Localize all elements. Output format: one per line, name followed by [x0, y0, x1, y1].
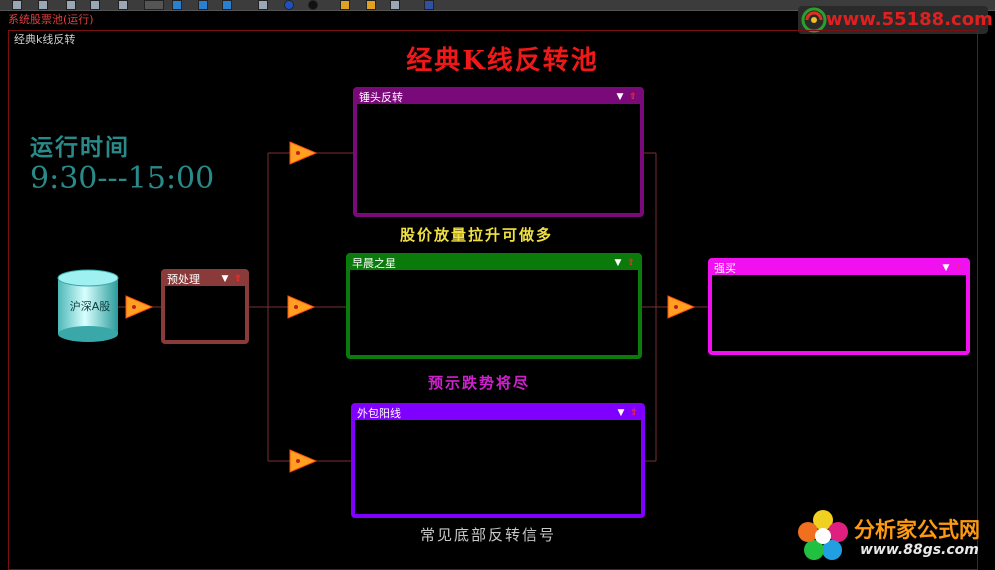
node-header: 外包阳线 ▼ ⇧ [355, 407, 641, 420]
node-hammer[interactable]: 锤头反转 ▼ ⇧ [353, 87, 644, 217]
node-morning-star[interactable]: 早晨之星 ▼ ⇧ [346, 253, 642, 359]
run-time-value: 9:30---15:00 [30, 161, 215, 196]
raise-arrow-icon[interactable]: ⇧ [629, 92, 637, 102]
raise-arrow-icon[interactable]: ⇧ [955, 263, 963, 273]
toolbar-button-5[interactable] [118, 0, 128, 10]
filter-triangle-engulfing[interactable] [289, 449, 318, 473]
main-title: 经典K线反转池 [406, 46, 599, 76]
raise-arrow-icon[interactable]: ⇧ [627, 258, 635, 268]
dropdown-icon[interactable]: ▼ [617, 408, 625, 418]
toolbar-button-12[interactable] [308, 0, 318, 10]
watermark-88gs-name: 分析家公式网 [854, 518, 980, 542]
node-header: 早晨之星 ▼ ⇧ [350, 257, 638, 270]
node-title: 早晨之星 [352, 257, 396, 270]
toolbar-button-10[interactable] [258, 0, 268, 10]
toolbar-button-14[interactable] [366, 0, 376, 10]
toolbar-button-1[interactable] [12, 0, 22, 10]
toolbar-button-2[interactable] [38, 0, 48, 10]
node-header: 预处理 ▼ ⇧ [165, 273, 245, 286]
node-preprocess[interactable]: 预处理 ▼ ⇧ [161, 269, 249, 344]
toolbar-button-6[interactable] [144, 0, 164, 10]
database-cylinder-icon[interactable] [57, 269, 119, 342]
node-title: 外包阳线 [357, 407, 401, 420]
caption-engulfing: 常见底部反转信号 [420, 526, 557, 544]
swirl-logo-icon [801, 7, 827, 33]
watermark-88gs-url: www.88gs.com [860, 542, 979, 558]
watermark-55188 [798, 6, 988, 34]
toolbar-button-9[interactable] [222, 0, 232, 10]
node-title: 预处理 [167, 273, 200, 286]
node-title: 强买 [714, 262, 736, 275]
toolbar [0, 0, 995, 11]
filter-triangle-hammer[interactable] [289, 141, 318, 165]
toolbar-button-3[interactable] [66, 0, 76, 10]
toolbar-button-8[interactable] [198, 0, 208, 10]
raise-arrow-icon[interactable]: ⇧ [630, 408, 638, 418]
dropdown-icon[interactable]: ▼ [221, 274, 229, 284]
filter-triangle-merge[interactable] [667, 295, 696, 319]
caption-morning-star: 预示跌势将尽 [428, 374, 531, 392]
node-strong-buy[interactable]: 强买 ▼ ⇧ [708, 258, 970, 355]
toolbar-button-16[interactable] [424, 0, 434, 10]
toolbar-button-13[interactable] [340, 0, 350, 10]
raise-arrow-icon[interactable]: ⇧ [234, 274, 242, 284]
node-header: 强买 ▼ ⇧ [712, 262, 966, 275]
source-label: 沪深A股 [69, 300, 111, 313]
caption-hammer: 股价放量拉升可做多 [400, 226, 554, 244]
toolbar-button-15[interactable] [390, 0, 400, 10]
toolbar-button-4[interactable] [90, 0, 100, 10]
toolbar-button-7[interactable] [172, 0, 182, 10]
run-time-label: 运行时间 [30, 134, 130, 161]
dropdown-icon[interactable]: ▼ [942, 263, 950, 273]
panel-tab[interactable]: 经典k线反转 [12, 31, 78, 47]
toolbar-button-11[interactable] [284, 0, 294, 10]
app-title: 系统股票池(运行) [8, 13, 94, 26]
node-engulfing[interactable]: 外包阳线 ▼ ⇧ [351, 403, 645, 518]
dropdown-icon[interactable]: ▼ [614, 258, 622, 268]
filter-triangle-morning-star[interactable] [287, 295, 316, 319]
node-header: 锤头反转 ▼ ⇧ [357, 91, 640, 104]
filter-triangle-source[interactable] [125, 295, 154, 319]
flower-logo-icon [798, 510, 848, 560]
dropdown-icon[interactable]: ▼ [616, 92, 624, 102]
node-title: 锤头反转 [359, 91, 403, 104]
watermark-55188-url: www.55188.com [826, 9, 993, 30]
